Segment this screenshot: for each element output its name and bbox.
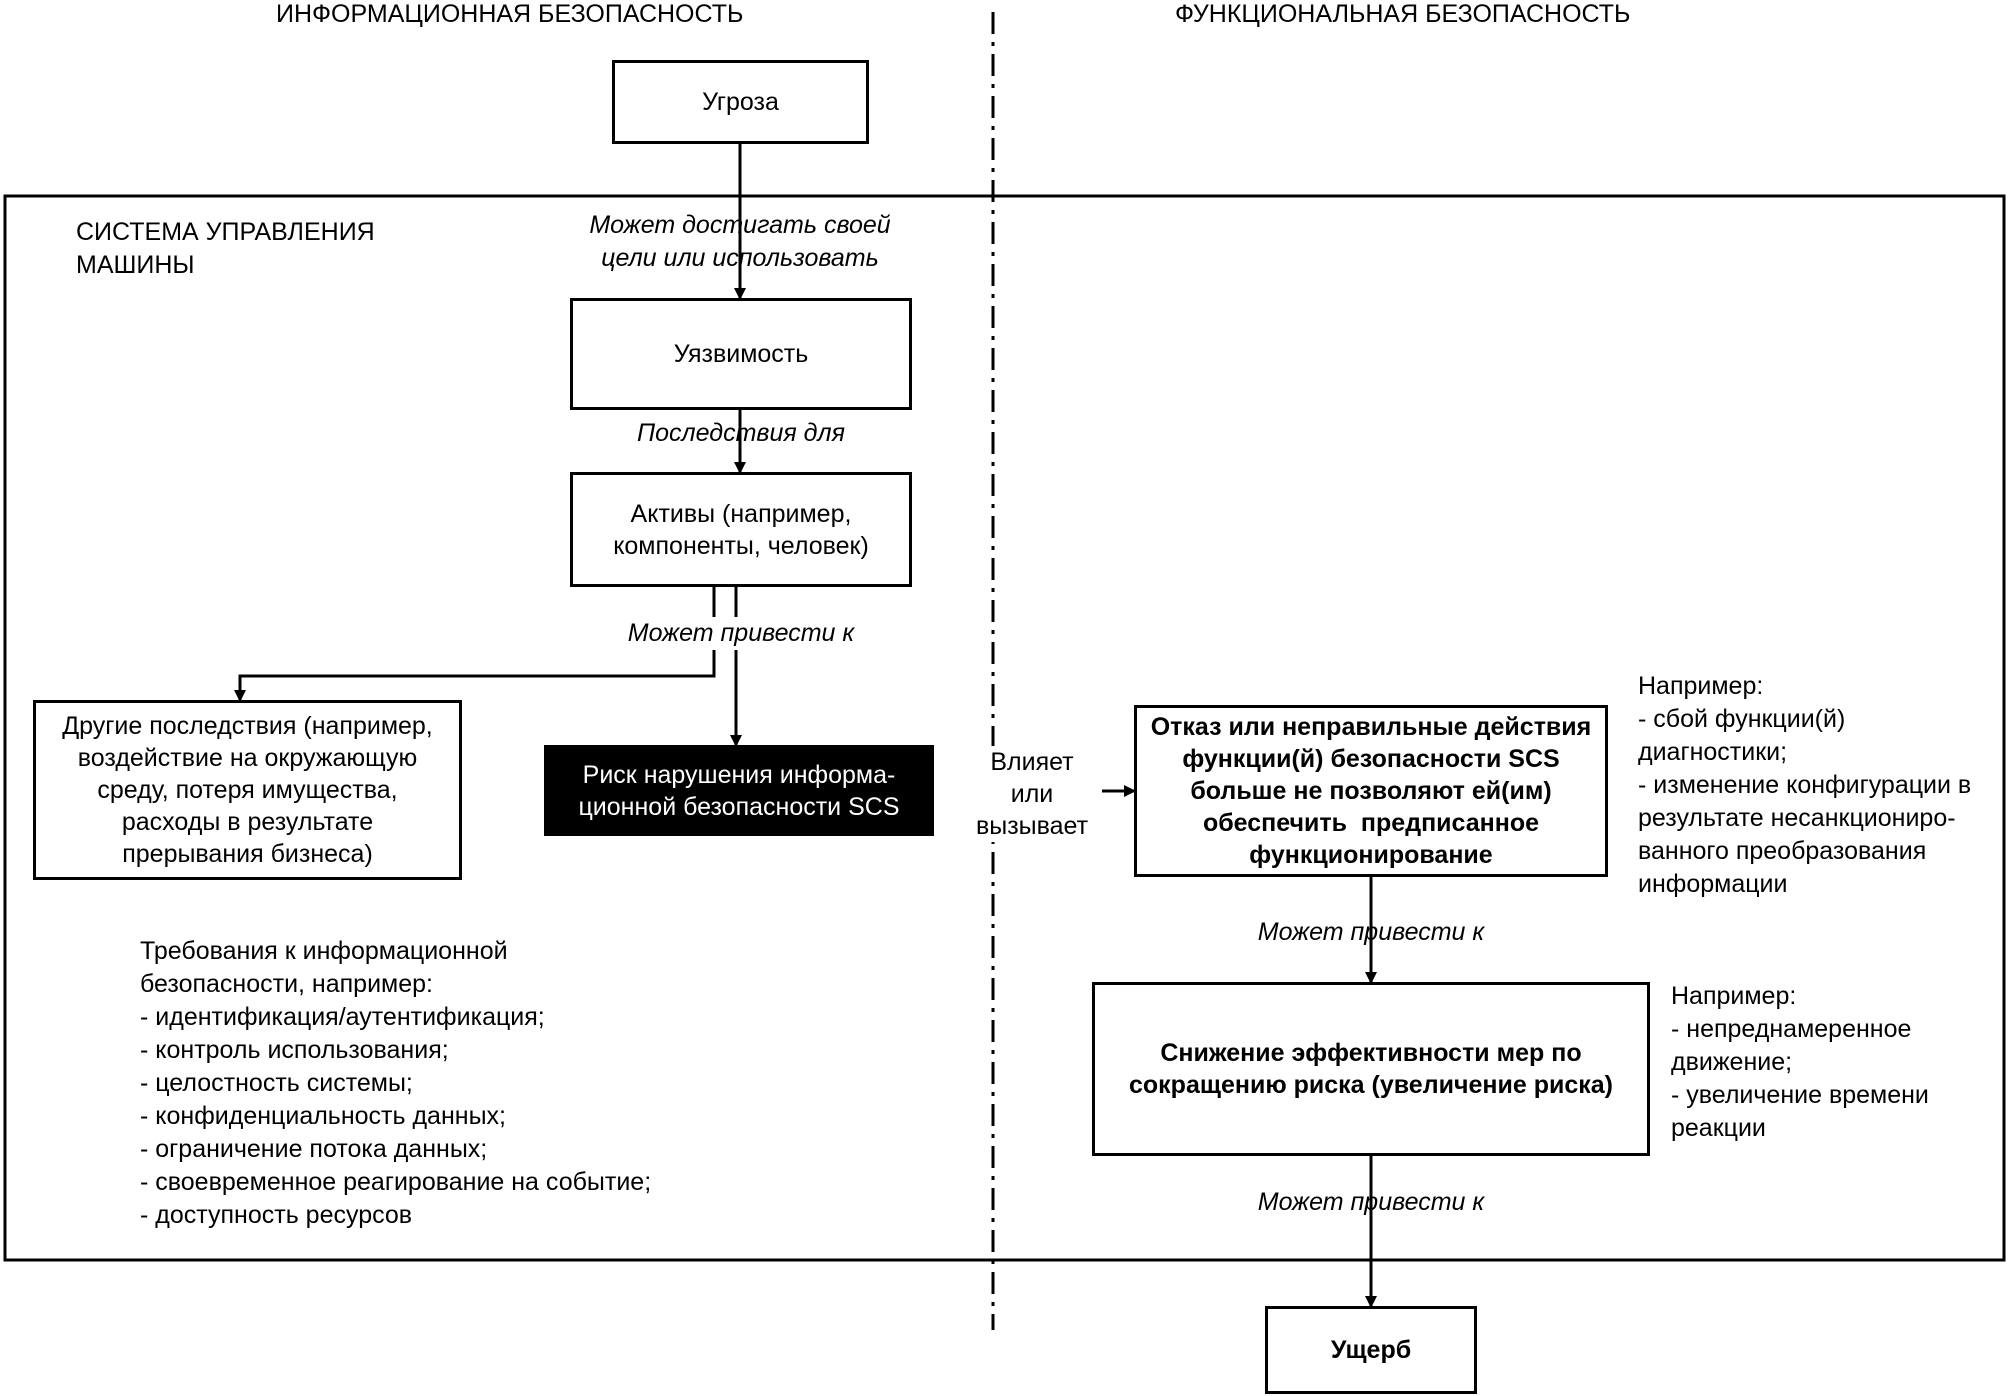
requirement-item: - своевременное реагирование на событие; (140, 1168, 652, 1196)
requirements-title: Требования к информационной безопасности… (140, 937, 508, 998)
example-line: - сбой функции(й) (1638, 705, 1846, 733)
requirement-item: - целостность системы; (140, 1069, 413, 1097)
risk-reduction-label: Снижение эффективности мер по сокращению… (1129, 1039, 1613, 1099)
edge-label-assets-risk: Может привести к (596, 617, 886, 650)
system-label: СИСТЕМА УПРАВЛЕНИЯ МАШИНЫ (76, 218, 375, 279)
system-frame (3, 194, 2006, 1262)
infosec-risk-label: Риск нарушения информа- ционной безопасн… (578, 760, 900, 821)
example-line: движение; (1671, 1048, 1793, 1076)
edge-label-reduction-damage: Может привести к (1257, 1188, 1485, 1216)
example-line: результате несанкциониро- (1638, 804, 1956, 832)
example-line: реакции (1671, 1114, 1766, 1142)
threat-label: Угроза (702, 88, 779, 116)
example-title: Например: (1671, 982, 1797, 1010)
example-reduction-note: Например: - непреднамеренное движение; -… (1671, 980, 1929, 1145)
other-consequences-box: Другие последствия (например, воздействи… (33, 700, 462, 880)
requirement-item: - контроль использования; (140, 1036, 449, 1064)
failure-box: Отказ или неправильные действия функции(… (1134, 705, 1608, 877)
failure-label: Отказ или неправильные действия функции(… (1150, 713, 1592, 869)
edge-label-risk-failure: Влияет или вызывает (962, 746, 1102, 842)
edge-label-vulnerability-assets: Последствия для (637, 419, 845, 447)
header-information-security: ИНФОРМАЦИОННАЯ БЕЗОПАСНОСТЬ (276, 0, 744, 28)
header-functional-safety: ФУНКЦИОНАЛЬНАЯ БЕЗОПАСНОСТЬ (1175, 0, 1631, 28)
other-consequences-label: Другие последствия (например, воздействи… (62, 712, 433, 868)
requirement-item: - идентификация/аутентификация; (140, 1003, 545, 1031)
edge-label-threat-vulnerability: Может достигать своей цели или использов… (589, 211, 891, 272)
example-line: ванного преобразования (1638, 837, 1927, 865)
example-title: Например: (1638, 672, 1764, 700)
assets-box: Активы (например, компоненты, человек) (570, 472, 912, 587)
requirement-item: - доступность ресурсов (140, 1201, 413, 1229)
vulnerability-box: Уязвимость (570, 298, 912, 410)
example-line: - изменение конфигурации в (1638, 771, 1972, 799)
edge-label-failure-reduction: Может привести к (1257, 918, 1485, 946)
example-line: - увеличение времени (1671, 1081, 1929, 1109)
damage-label: Ущерб (1330, 1336, 1412, 1364)
example-line: информации (1638, 870, 1788, 898)
example-line: диагностики; (1638, 738, 1788, 766)
requirements-list: Требования к информационной безопасности… (140, 935, 651, 1232)
example-line: - непреднамеренное (1671, 1015, 1912, 1043)
requirement-item: - конфиденциальность данных; (140, 1102, 506, 1130)
vulnerability-label: Уязвимость (673, 340, 809, 368)
infosec-risk-box: Риск нарушения информа- ционной безопасн… (544, 745, 934, 836)
damage-box: Ущерб (1265, 1306, 1477, 1394)
example-failure-note: Например: - сбой функции(й) диагностики;… (1638, 670, 1971, 901)
threat-box: Угроза (612, 60, 869, 144)
assets-label: Активы (например, компоненты, человек) (613, 499, 869, 560)
requirement-item: - ограничение потока данных; (140, 1135, 488, 1163)
risk-reduction-box: Снижение эффективности мер по сокращению… (1092, 982, 1650, 1156)
